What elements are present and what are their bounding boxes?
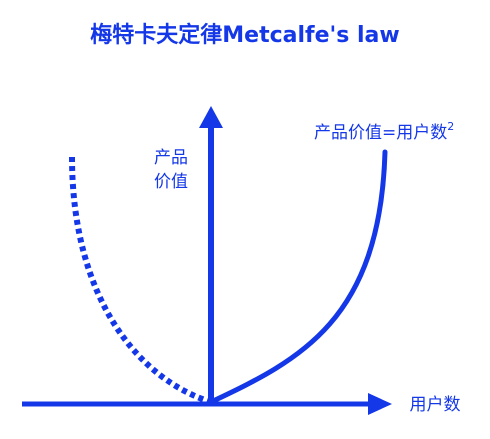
growth-curve bbox=[208, 149, 388, 405]
formula-label: 产品价值=用户数2 bbox=[314, 120, 454, 143]
formula-text: 产品价值=用户数 bbox=[314, 123, 447, 143]
x-axis-arrowhead bbox=[368, 393, 392, 415]
x-axis-label: 用户数 bbox=[410, 395, 461, 415]
y-axis-label-line1: 产品 bbox=[154, 148, 188, 168]
formula-exponent: 2 bbox=[447, 120, 454, 133]
dotted-curve bbox=[69, 156, 212, 405]
page-title: 梅特卡夫定律Metcalfe's law bbox=[90, 22, 399, 48]
y-axis-label-line2: 价值 bbox=[154, 172, 188, 192]
y-axis-arrowhead bbox=[199, 106, 223, 128]
